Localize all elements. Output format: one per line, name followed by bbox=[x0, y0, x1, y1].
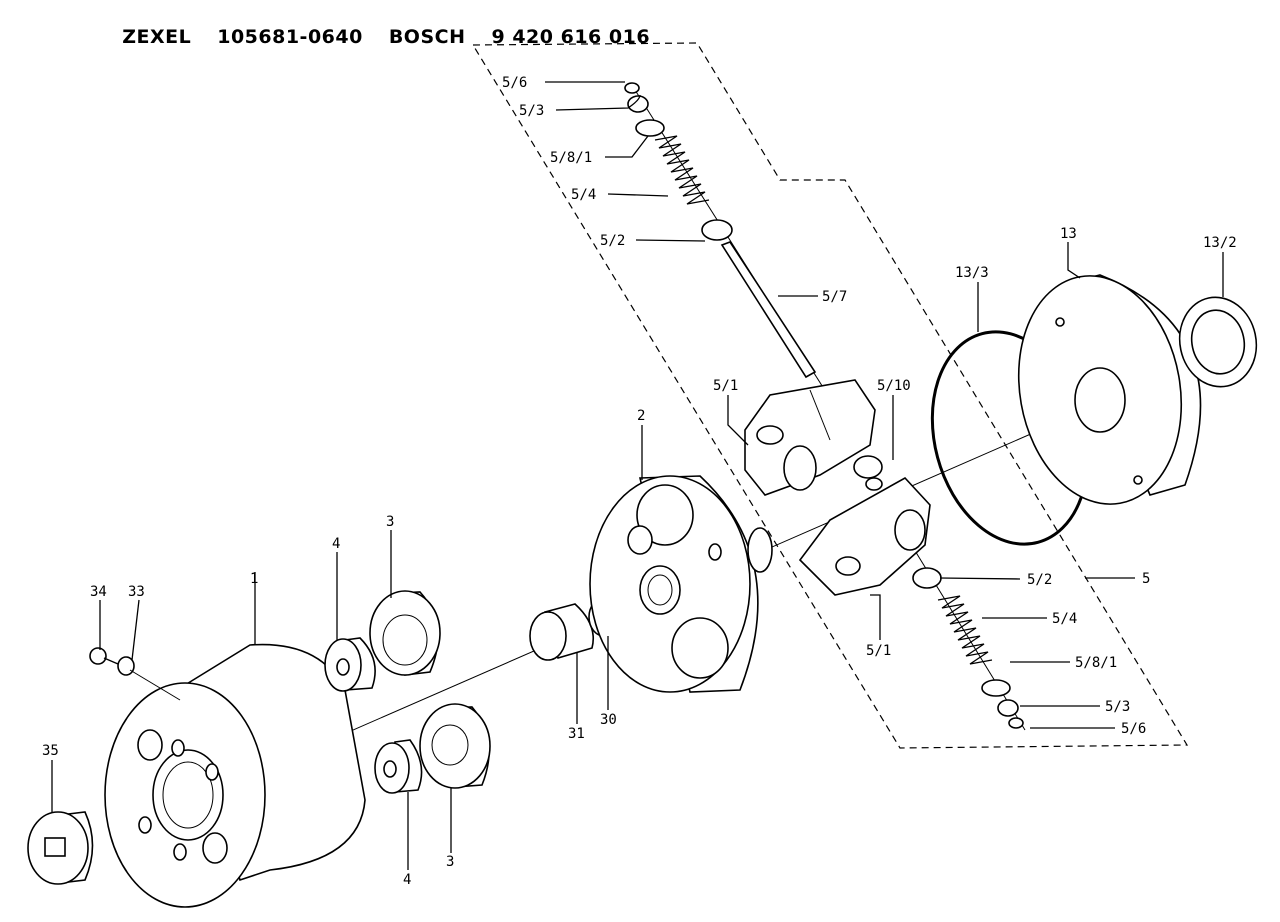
bushing-part-4-lower bbox=[374, 739, 423, 794]
block-part-5-1-lower bbox=[798, 476, 931, 596]
seal-part-5-10 bbox=[853, 455, 883, 491]
spring-seat-part-5-2-upper bbox=[701, 219, 733, 241]
brand-bosch: BOSCH bbox=[388, 26, 466, 48]
screw-part-34 bbox=[89, 647, 119, 665]
leader-lines bbox=[51, 81, 1224, 870]
valve-washer-part-5-3-lower bbox=[997, 699, 1019, 717]
seal-part-13-2 bbox=[1178, 296, 1258, 388]
label-3-upper: 3 bbox=[386, 514, 394, 530]
label-5-6-upper: 5/6 bbox=[502, 75, 527, 91]
block-part-5-1-upper bbox=[744, 379, 876, 496]
label-3-lower: 3 bbox=[446, 854, 454, 870]
label-31: 31 bbox=[568, 726, 585, 742]
cover-part-3-lower bbox=[419, 703, 491, 789]
assembly-5-boundary bbox=[471, 42, 1189, 749]
label-5-6-lower: 5/6 bbox=[1121, 721, 1146, 737]
bushing-part-4-upper bbox=[324, 637, 376, 692]
spring-part-5-4-lower bbox=[937, 595, 993, 665]
zexel-part-number: 105681-0640 bbox=[217, 26, 363, 48]
label-5-1-lower: 5/1 bbox=[866, 643, 891, 659]
label-34: 34 bbox=[90, 584, 107, 600]
label-33: 33 bbox=[128, 584, 145, 600]
valve-cap-part-5-6-lower bbox=[1008, 717, 1024, 729]
nut-part-31 bbox=[529, 603, 594, 661]
label-5-3-upper: 5/3 bbox=[519, 103, 544, 119]
washer-part-33 bbox=[117, 656, 181, 701]
cover-part-3-upper bbox=[369, 590, 441, 676]
brand-zexel: ZEXEL bbox=[122, 26, 192, 48]
label-35: 35 bbox=[42, 743, 59, 759]
plug-part-35 bbox=[27, 811, 94, 885]
label-5-3-lower: 5/3 bbox=[1105, 699, 1130, 715]
spring-seat-part-5-8-1-lower bbox=[981, 679, 1011, 697]
label-5-2-lower: 5/2 bbox=[1027, 572, 1052, 588]
label-13-2: 13/2 bbox=[1203, 235, 1237, 251]
diagram-header: ZEXEL 105681-0640 BOSCH 9 420 616 016 bbox=[108, 4, 676, 48]
plate-part-2 bbox=[589, 475, 773, 693]
housing-part-1 bbox=[104, 643, 366, 908]
spring-seat-part-5-8-1-upper bbox=[635, 119, 665, 137]
label-4-upper: 4 bbox=[332, 536, 340, 552]
label-1: 1 bbox=[250, 571, 258, 587]
label-2: 2 bbox=[637, 408, 645, 424]
label-5-2-upper: 5/2 bbox=[600, 233, 625, 249]
label-5-10: 5/10 bbox=[877, 378, 911, 394]
label-13: 13 bbox=[1060, 226, 1077, 242]
stem-part-5-7 bbox=[720, 241, 817, 379]
valve-washer-part-5-3-upper bbox=[627, 95, 649, 113]
label-13-3: 13/3 bbox=[955, 265, 989, 281]
label-30: 30 bbox=[600, 712, 617, 728]
label-5-8-1-upper: 5/8/1 bbox=[550, 150, 592, 166]
label-5-4-lower: 5/4 bbox=[1052, 611, 1077, 627]
label-5: 5 bbox=[1142, 571, 1150, 587]
label-5-8-1-lower: 5/8/1 bbox=[1075, 655, 1117, 671]
label-5-1-upper: 5/1 bbox=[713, 378, 738, 394]
spring-seat-part-5-2-lower bbox=[912, 567, 942, 589]
label-5-7: 5/7 bbox=[822, 289, 847, 305]
label-4-lower: 4 bbox=[403, 872, 411, 888]
label-5-4-upper: 5/4 bbox=[571, 187, 596, 203]
cover-part-13 bbox=[1017, 274, 1202, 505]
spring-part-5-4-upper bbox=[654, 135, 710, 205]
bosch-part-number: 9 420 616 016 bbox=[491, 26, 651, 48]
valve-cap-part-5-6-upper bbox=[624, 82, 640, 94]
